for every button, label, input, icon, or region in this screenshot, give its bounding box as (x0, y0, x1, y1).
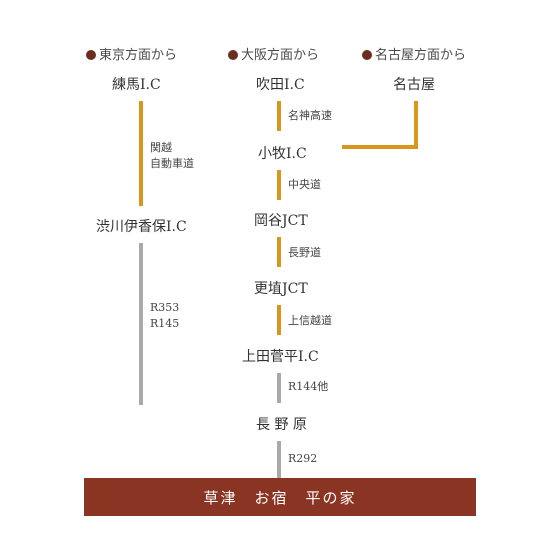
bullet-dot-icon (362, 50, 372, 60)
route-segment-nagoya-horizontal (342, 145, 418, 149)
road-label-r353-r145: R353 R145 (150, 300, 179, 332)
road-label-r353: R353 (150, 301, 180, 314)
route-segment-kanetsu (139, 101, 143, 206)
node-shibukawa-ikaho-ic: 渋川伊香保I.C (96, 219, 187, 235)
route-segment-meishin (277, 101, 281, 131)
node-koshoku-jct: 更埴JCT (254, 281, 308, 297)
route-segment-nagoya-vertical (414, 101, 418, 149)
route-segment-chuo (277, 170, 281, 200)
header-osaka-label: 大阪方面から (241, 48, 320, 63)
header-tokyo: 東京方面から (86, 44, 177, 63)
route-segment-r292 (277, 441, 281, 478)
node-nagoya: 名古屋 (393, 77, 435, 93)
road-label-r144: R144他 (288, 380, 329, 393)
road-label-kanetsu: 関越 自動車道 (150, 140, 194, 172)
header-tokyo-label: 東京方面から (99, 48, 178, 63)
node-suita-ic: 吹田I.C (256, 77, 305, 93)
node-nerima-ic: 練馬I.C (112, 77, 161, 93)
node-naganohara: 長 野 原 (256, 417, 307, 433)
road-label-meishin: 名神高速 (288, 109, 332, 122)
node-okaya-jct: 岡谷JCT (254, 213, 308, 229)
header-nagoya-label: 名古屋方面から (375, 48, 467, 63)
node-ueda-sugadaira-ic: 上田菅平I.C (242, 349, 319, 365)
route-segment-nagano (277, 237, 281, 267)
road-label-joshinetsu: 上信越道 (288, 314, 332, 327)
destination-banner: 草津 お宿 平の家 (84, 478, 476, 516)
node-komaki-ic: 小牧I.C (258, 146, 307, 162)
road-label-r145: R145 (150, 317, 180, 330)
bullet-dot-icon (86, 50, 96, 60)
road-label-nagano: 長野道 (288, 246, 321, 259)
header-osaka: 大阪方面から (228, 44, 319, 63)
route-segment-r353-r145 (139, 243, 143, 405)
road-label-chuo: 中央道 (288, 178, 321, 191)
header-nagoya: 名古屋方面から (362, 44, 466, 63)
road-label-kanetsu-line2: 自動車道 (150, 157, 194, 170)
road-label-r292: R292 (288, 452, 318, 465)
road-label-kanetsu-line1: 関越 (150, 141, 172, 154)
route-segment-joshinetsu (277, 305, 281, 335)
route-segment-r144 (277, 373, 281, 403)
bullet-dot-icon (228, 50, 238, 60)
